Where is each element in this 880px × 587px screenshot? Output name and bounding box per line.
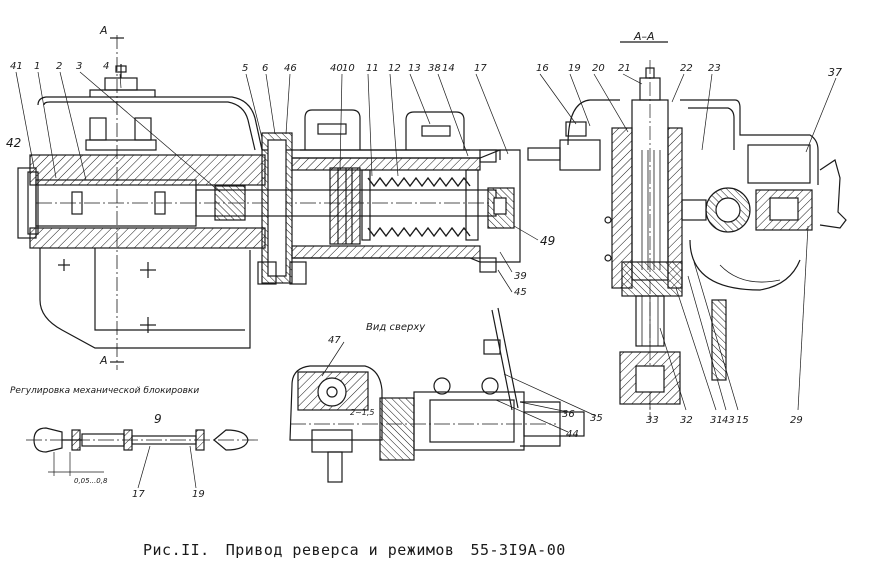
section-marker-bottom: A xyxy=(100,354,108,367)
part-number: 49 xyxy=(540,234,556,248)
part-number: 45 xyxy=(514,287,527,298)
part-number: 15 xyxy=(736,415,749,426)
part-number: 19 xyxy=(192,489,205,500)
part-number: 6 xyxy=(262,63,269,74)
part-number: 14 xyxy=(442,63,455,74)
figure-number: Рис.II. xyxy=(143,541,210,559)
part-number: 16 xyxy=(536,63,549,74)
part-number: 35 xyxy=(590,413,603,424)
section-marker-top: A xyxy=(100,24,108,37)
part-number: 22 xyxy=(680,63,693,74)
section-title: А–А xyxy=(634,30,655,43)
part-number: 17 xyxy=(474,63,487,74)
part-number: 43 xyxy=(722,415,735,426)
part-number: 11 xyxy=(366,63,379,74)
part-number: 10 xyxy=(342,63,355,74)
part-number: 1 xyxy=(34,61,41,72)
dimension-gap-label: 0,05...0,8 xyxy=(74,477,108,485)
part-number: 39 xyxy=(514,271,527,282)
part-number: 44 xyxy=(566,429,579,440)
part-number: 5 xyxy=(242,63,249,74)
part-number: 20 xyxy=(592,63,605,74)
part-number: 36 xyxy=(562,409,575,420)
dimension-stroke-label: 2~1,5 xyxy=(350,408,375,417)
part-number: 12 xyxy=(388,63,401,74)
part-number: 46 xyxy=(284,63,297,74)
part-number: 47 xyxy=(328,335,341,346)
top-view-title: Вид сверху xyxy=(366,322,426,333)
part-number: 23 xyxy=(708,63,721,74)
part-number: 38 xyxy=(428,63,441,74)
adjustment-view xyxy=(26,427,258,476)
section-a-a xyxy=(527,41,847,420)
leader-lines xyxy=(15,71,837,489)
part-number: 3 xyxy=(76,61,83,72)
part-number: 2 xyxy=(56,61,63,72)
main-view xyxy=(17,35,521,370)
part-number: 19 xyxy=(568,63,581,74)
part-number: 13 xyxy=(408,63,421,74)
part-number: 33 xyxy=(646,415,659,426)
part-number: 32 xyxy=(680,415,693,426)
adjustment-title: Регулировка механической блокировки xyxy=(10,386,200,396)
part-number: 21 xyxy=(618,63,631,74)
figure-code: 55-3I9А-00 xyxy=(470,541,566,559)
figure-title: Привод реверса и режимов xyxy=(225,541,455,559)
figure-caption: Рис.II. Привод реверса и режимов 55-3I9А-0… xyxy=(143,541,582,559)
part-number: 42 xyxy=(6,136,22,150)
part-number: 4 xyxy=(103,61,110,72)
part-number: 41 xyxy=(10,61,23,72)
part-number: 29 xyxy=(790,415,803,426)
part-number: 9 xyxy=(154,412,162,426)
part-number: 40 xyxy=(330,63,343,74)
part-number: 31 xyxy=(710,415,723,426)
top-view xyxy=(289,307,585,483)
part-number: 37 xyxy=(828,66,842,79)
part-number: 17 xyxy=(132,489,145,500)
